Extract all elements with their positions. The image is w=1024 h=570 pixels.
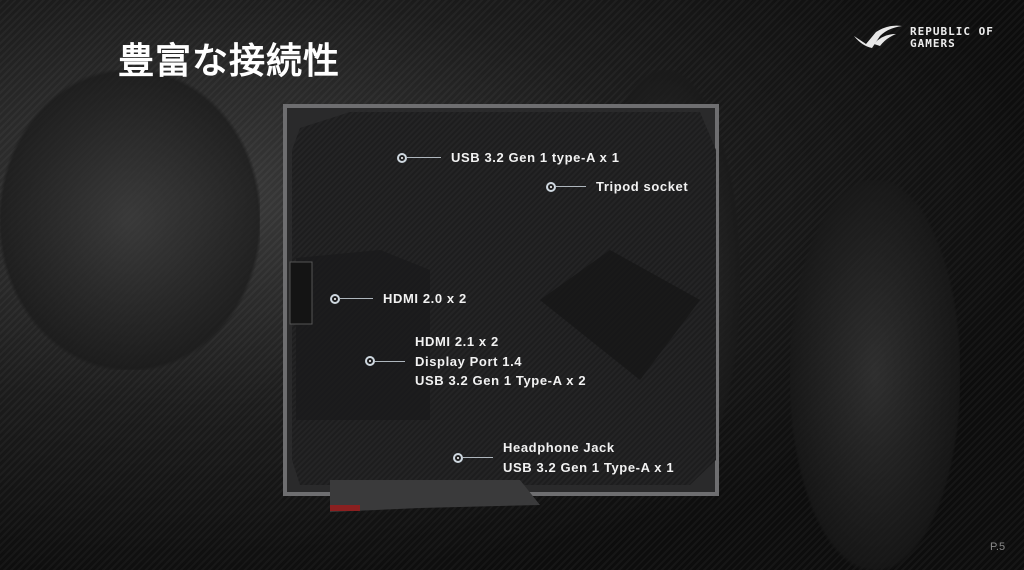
callout-headphone-usb: Headphone Jack USB 3.2 Gen 1 Type-A x 1 [453, 438, 674, 477]
rog-logo: REPUBLIC OF GAMERS [852, 24, 994, 52]
callout-text: USB 3.2 Gen 1 type-A x 1 [451, 150, 620, 165]
callout-text: HDMI 2.1 x 2 [415, 334, 499, 349]
page-number: P.5 [990, 541, 1006, 553]
marker-icon [330, 293, 340, 304]
callout-text: Display Port 1.4 [415, 353, 523, 369]
background-character-right [790, 180, 960, 570]
callout-text: Tripod socket [596, 179, 689, 194]
callout-text: USB 3.2 Gen 1 Type-A x 2 [415, 373, 587, 388]
rog-eye-icon [854, 25, 902, 48]
marker-icon [546, 181, 556, 192]
callout-tripod-socket: Tripod socket [546, 177, 688, 197]
marker-icon [453, 452, 463, 463]
logo-line2: GAMERS [910, 37, 956, 50]
marker-icon [365, 356, 375, 367]
slide-title: 豊富な接続性 [118, 41, 341, 82]
background-character-left [0, 70, 260, 370]
logo-line1: REPUBLIC OF [910, 25, 994, 38]
marker-icon [397, 152, 407, 163]
callout-text: HDMI 2.0 x 2 [383, 291, 467, 306]
callout-hdmi-20: HDMI 2.0 x 2 [330, 289, 467, 309]
callout-text: Headphone Jack [503, 440, 615, 455]
callout-usb-top: USB 3.2 Gen 1 type-A x 1 [397, 148, 620, 168]
callout-hdmi21-dp-usb: HDMI 2.1 x 2 Display Port 1.4 USB 3.2 Ge… [365, 332, 586, 391]
callout-text: USB 3.2 Gen 1 Type-A x 1 [503, 459, 675, 475]
